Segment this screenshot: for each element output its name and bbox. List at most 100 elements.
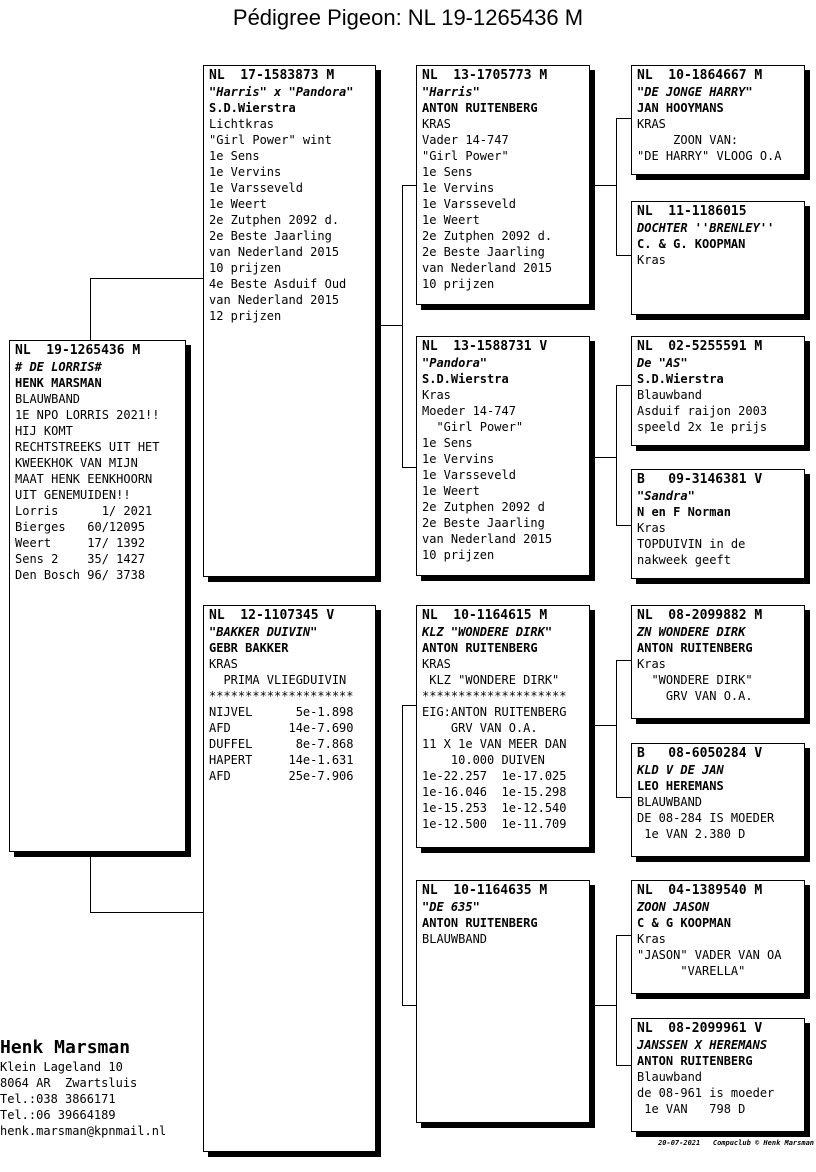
connector-line bbox=[589, 185, 616, 186]
pigeon-name: "BAKKER DUIVIN" bbox=[209, 625, 318, 639]
info-line: KRAS bbox=[422, 657, 451, 671]
connector-line bbox=[616, 525, 632, 526]
info-line: Sens 2 35/ 1427 bbox=[15, 552, 146, 566]
info-line: 11 X 1e VAN MEER DAN bbox=[422, 737, 567, 751]
pigeon-card-sire: NL 17-1583873 M"Harris" x "Pandora"S.D.W… bbox=[203, 65, 376, 577]
info-line: "DE HARRY" VLOOG O.A bbox=[637, 149, 782, 163]
ring-number: NL 02-5255591 M bbox=[637, 339, 763, 354]
pigeon-name: "Harris" x "Pandora" bbox=[209, 85, 354, 99]
ring-number: NL 13-1588731 V bbox=[422, 339, 548, 354]
info-line: 1E NPO LORRIS 2021!! bbox=[15, 408, 160, 422]
breeder-name: S.D.Wierstra bbox=[637, 372, 724, 386]
info-line: nakweek geeft bbox=[637, 553, 731, 567]
breeder-name: S.D.Wierstra bbox=[209, 101, 296, 115]
info-line: Vader 14-747 bbox=[422, 133, 509, 147]
info-line: Moeder 14-747 bbox=[422, 404, 516, 418]
connector-line bbox=[616, 660, 632, 661]
breeder-name: C. & G. KOOPMAN bbox=[637, 237, 746, 251]
info-line: van Nederland 2015 bbox=[209, 245, 340, 259]
connector-line bbox=[616, 118, 632, 119]
info-line: "WONDERE DIRK" bbox=[637, 673, 753, 687]
ring-number: NL 11-1186015 bbox=[637, 204, 747, 219]
info-line: 10.000 DUIVEN bbox=[422, 753, 545, 767]
owner-city: 8064 AR Zwartsluis bbox=[0, 1076, 138, 1090]
info-line: BLAUWBAND bbox=[422, 932, 488, 946]
info-line: 1e Varsseveld bbox=[422, 197, 516, 211]
info-line: KRAS bbox=[637, 117, 666, 131]
info-line: 1e Vervins bbox=[422, 181, 495, 195]
info-line: 1e-16.046 1e-15.298 bbox=[422, 785, 567, 799]
owner-mobile: Tel.:06 39664189 bbox=[0, 1108, 116, 1122]
info-line: 1e Sens bbox=[209, 149, 260, 163]
connector-line bbox=[402, 705, 417, 706]
connector-line bbox=[616, 385, 617, 525]
pigeon-name: KLD V DE JAN bbox=[637, 763, 724, 777]
info-line: DUFFEL 8e-7.868 bbox=[209, 737, 354, 751]
breeder-name: HENK MARSMAN bbox=[15, 376, 102, 390]
connector-line bbox=[616, 385, 632, 386]
info-line: RECHTSTREEKS UIT HET bbox=[15, 440, 160, 454]
owner-phone: Tel.:038 3866171 bbox=[0, 1092, 116, 1106]
pigeon-name: "DE 635" bbox=[422, 900, 480, 914]
pigeon-name: "Sandra" bbox=[637, 489, 695, 503]
owner-email[interactable]: henk.marsman@kpnmail.nl bbox=[0, 1124, 167, 1138]
info-line: 2e Beste Jaarling bbox=[422, 245, 545, 259]
info-line: 10 prijzen bbox=[422, 548, 495, 562]
info-line: van Nederland 2015 bbox=[422, 532, 553, 546]
breeder-name: JAN HOOYMANS bbox=[637, 101, 724, 115]
ring-number: NL 19-1265436 M bbox=[15, 343, 141, 358]
breeder-name: GEBR BAKKER bbox=[209, 641, 289, 655]
info-line: PRIMA VLIEGDUIVIN bbox=[209, 673, 347, 687]
ring-number: NL 12-1107345 V bbox=[209, 608, 335, 623]
info-line: 4e Beste Asduif Oud bbox=[209, 277, 347, 291]
info-line: Weert 17/ 1392 bbox=[15, 536, 146, 550]
info-line: 1e-22.257 1e-17.025 bbox=[422, 769, 567, 783]
info-line: 1e Varsseveld bbox=[209, 181, 303, 195]
ring-number: B 09-3146381 V bbox=[637, 472, 763, 487]
info-line: 10 prijzen bbox=[209, 261, 282, 275]
info-line: van Nederland 2015 bbox=[422, 261, 553, 275]
info-line: Kras bbox=[422, 388, 451, 402]
info-line: Kras bbox=[637, 521, 666, 535]
info-line: HIJ KOMT bbox=[15, 424, 73, 438]
connector-line bbox=[589, 1005, 616, 1006]
info-line: GRV VAN O.A. bbox=[422, 721, 538, 735]
info-line: KLZ "WONDERE DIRK" bbox=[422, 673, 560, 687]
info-line: AFD 25e-7.906 bbox=[209, 769, 354, 783]
breeder-name: N en F Norman bbox=[637, 505, 731, 519]
info-line: "Girl Power" bbox=[422, 420, 524, 434]
info-line: van Nederland 2015 bbox=[209, 293, 340, 307]
pigeon-name: "Harris" bbox=[422, 85, 480, 99]
pigeon-name: JANSSEN X HEREMANS bbox=[637, 1038, 768, 1052]
info-line: 1e Vervins bbox=[209, 165, 282, 179]
info-line: Kras bbox=[637, 932, 666, 946]
info-line: KRAS bbox=[422, 117, 451, 131]
info-line: NIJVEL 5e-1.898 bbox=[209, 705, 354, 719]
info-line: BLAUWBAND bbox=[15, 392, 81, 406]
info-line: Blauwband bbox=[637, 388, 703, 402]
info-line: 2e Beste Jaarling bbox=[422, 516, 545, 530]
info-line: 2e Zutphen 2092 d bbox=[422, 500, 545, 514]
info-line: 1e Varsseveld bbox=[422, 468, 516, 482]
connector-line bbox=[589, 725, 616, 726]
info-line: 2e Zutphen 2092 d. bbox=[422, 229, 553, 243]
info-line: 1e Sens bbox=[422, 165, 473, 179]
info-line: Den Bosch 96/ 3738 bbox=[15, 568, 146, 582]
info-line: 1e VAN 2.380 D bbox=[637, 827, 746, 841]
pigeon-name: DOCHTER ''BRENLEY'' bbox=[637, 221, 775, 235]
page-title: Pédigree Pigeon: NL 19-1265436 M bbox=[232, 5, 584, 30]
info-line: 1e Sens bbox=[422, 436, 473, 450]
connector-line bbox=[90, 278, 91, 341]
connector-line bbox=[90, 852, 91, 912]
breeder-name: ANTON RUITENBERG bbox=[637, 1054, 753, 1068]
connector-line bbox=[90, 912, 204, 913]
ring-number: NL 08-2099882 M bbox=[637, 608, 763, 623]
